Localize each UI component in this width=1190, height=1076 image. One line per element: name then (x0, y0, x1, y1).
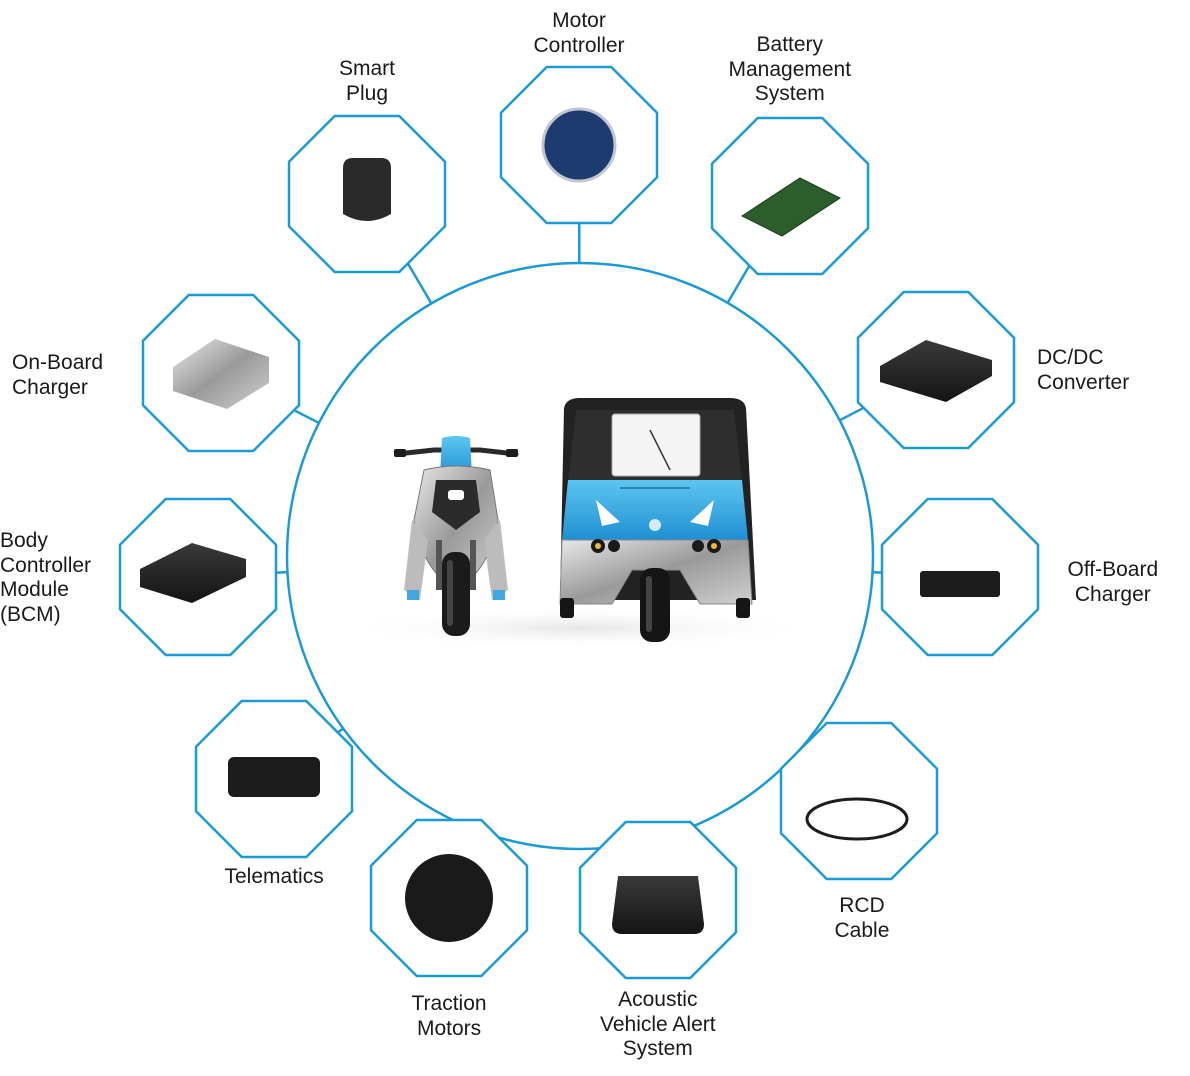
telematics-unit-icon: KPIT (228, 757, 320, 797)
label-smart-plug: Smart Plug (339, 57, 395, 106)
node-dc-dc-converter (858, 292, 1014, 448)
label-telematics: Telematics (225, 865, 324, 890)
label-off-board-charger: Off-Board Charger (1068, 558, 1159, 607)
label-traction-motors: Traction Motors (412, 992, 487, 1041)
smart-plug-icon (343, 158, 391, 221)
hub-motor-icon (405, 854, 493, 942)
motor-controller-icon (543, 109, 615, 181)
node-off-board-charger (882, 499, 1038, 655)
label-dc-dc-converter: DC/DC Converter (1037, 346, 1129, 395)
node-body-controller-module (120, 499, 276, 655)
node-smart-plug (289, 116, 445, 272)
speaker-box-icon (612, 876, 704, 934)
label-on-board-charger: On-Board Charger (12, 351, 103, 400)
node-rcd-cable (781, 723, 937, 879)
node-motor-controller (501, 67, 657, 223)
connector-battery-management-system (728, 261, 753, 303)
off-board-charger-icon (920, 571, 1000, 597)
label-battery-management-system: Battery Management System (729, 33, 852, 107)
label-motor-controller: Motor Controller (534, 9, 625, 58)
label-acoustic-vehicle-alert-system: Acoustic Vehicle Alert System (600, 988, 716, 1062)
node-battery-management-system (712, 118, 868, 274)
node-on-board-charger (143, 295, 299, 451)
octagon-frame (781, 723, 937, 879)
label-rcd-cable: RCD Cable (835, 894, 890, 943)
node-acoustic-vehicle-alert-system (580, 822, 736, 978)
connector-smart-plug (405, 259, 431, 304)
node-telematics: KPIT (196, 701, 352, 857)
label-body-controller-module: Body Controller Module (BCM) (0, 529, 91, 627)
node-traction-motors (371, 820, 527, 976)
